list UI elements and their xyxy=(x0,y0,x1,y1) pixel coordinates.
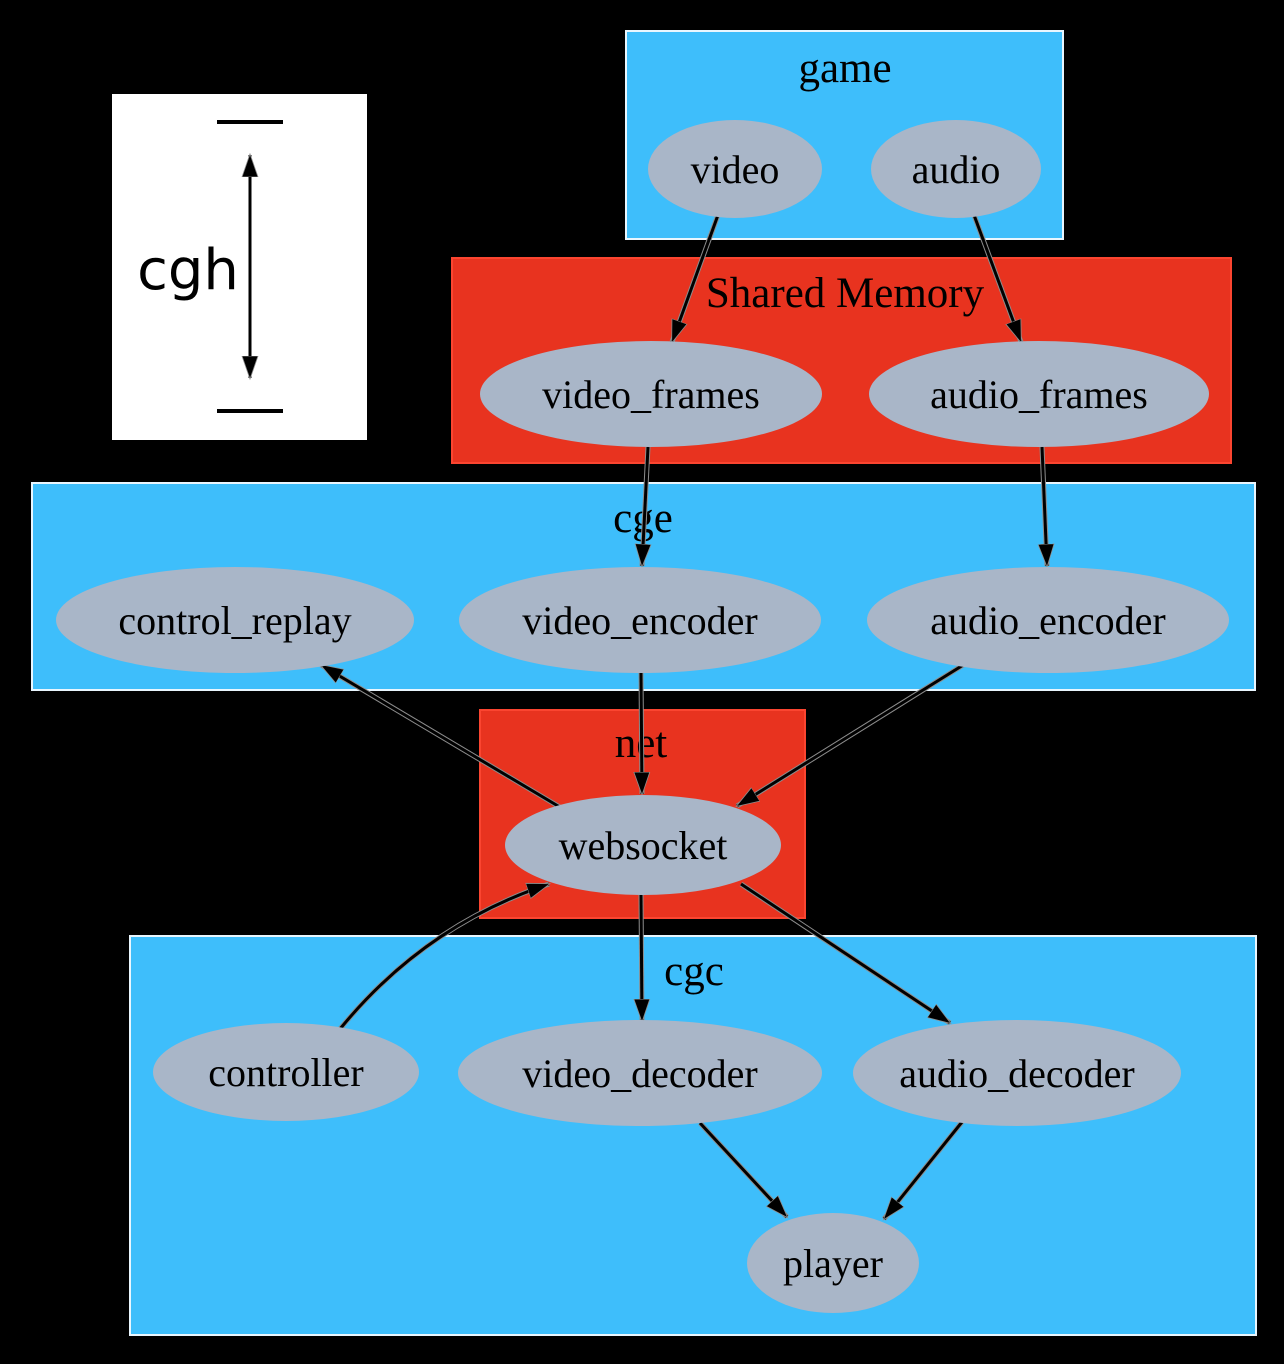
edge-audio_encoder-to-websocket xyxy=(737,659,970,809)
node-audio_frames-label: audio_frames xyxy=(930,372,1148,417)
cluster-shared-memory-label: Shared Memory xyxy=(706,270,985,317)
edge-video_frames-to-video_encoder xyxy=(642,446,648,566)
legend-label: cgh xyxy=(137,238,239,303)
edges xyxy=(321,214,1047,1219)
node-video_frames xyxy=(480,341,822,447)
node-player-label: player xyxy=(783,1241,883,1286)
node-audio_encoder-label: audio_encoder xyxy=(930,598,1165,643)
node-websocket-label: websocket xyxy=(559,823,728,868)
node-controller xyxy=(153,1023,419,1121)
node-audio_decoder xyxy=(853,1020,1181,1126)
node-audio_encoder xyxy=(867,567,1229,673)
node-video_encoder xyxy=(459,567,821,673)
node-video_encoder-label: video_encoder xyxy=(522,598,757,643)
cluster-game-label: game xyxy=(798,45,891,92)
node-video-label: video xyxy=(691,147,780,192)
node-video_decoder-label: video_decoder xyxy=(522,1051,757,1096)
edge-video-to-video_frames xyxy=(669,214,721,342)
node-player xyxy=(747,1213,919,1313)
legend: cgh xyxy=(112,94,367,440)
node-control_replay-label: control_replay xyxy=(118,598,351,643)
edge-controller-to-websocket xyxy=(338,881,549,1031)
cluster-cgc-box xyxy=(129,935,1257,1336)
edge-audio-to-audio_frames xyxy=(971,214,1024,342)
edge-websocket-to-video_decoder xyxy=(641,894,642,1021)
edge-websocket-to-audio_decoder xyxy=(739,881,950,1026)
node-websocket xyxy=(505,795,781,895)
node-video_decoder xyxy=(458,1020,822,1126)
node-controller-label: controller xyxy=(208,1050,364,1095)
edge-websocket-to-control_replay xyxy=(321,662,565,812)
node-video xyxy=(648,120,822,218)
node-audio-label: audio xyxy=(912,147,1001,192)
node-audio_decoder-label: audio_decoder xyxy=(899,1051,1134,1096)
edge-audio_decoder-to-player xyxy=(882,1120,964,1219)
node-control_replay xyxy=(56,567,414,673)
edge-video_encoder-to-websocket xyxy=(641,672,642,794)
node-audio xyxy=(871,120,1041,218)
node-video_frames-label: video_frames xyxy=(542,372,760,417)
legend-box xyxy=(112,94,367,440)
edge-audio_frames-to-audio_encoder xyxy=(1042,446,1047,566)
node-audio_frames xyxy=(869,341,1209,447)
edge-video_decoder-to-player xyxy=(698,1121,789,1219)
cluster-cgc-label: cgc xyxy=(664,948,724,995)
